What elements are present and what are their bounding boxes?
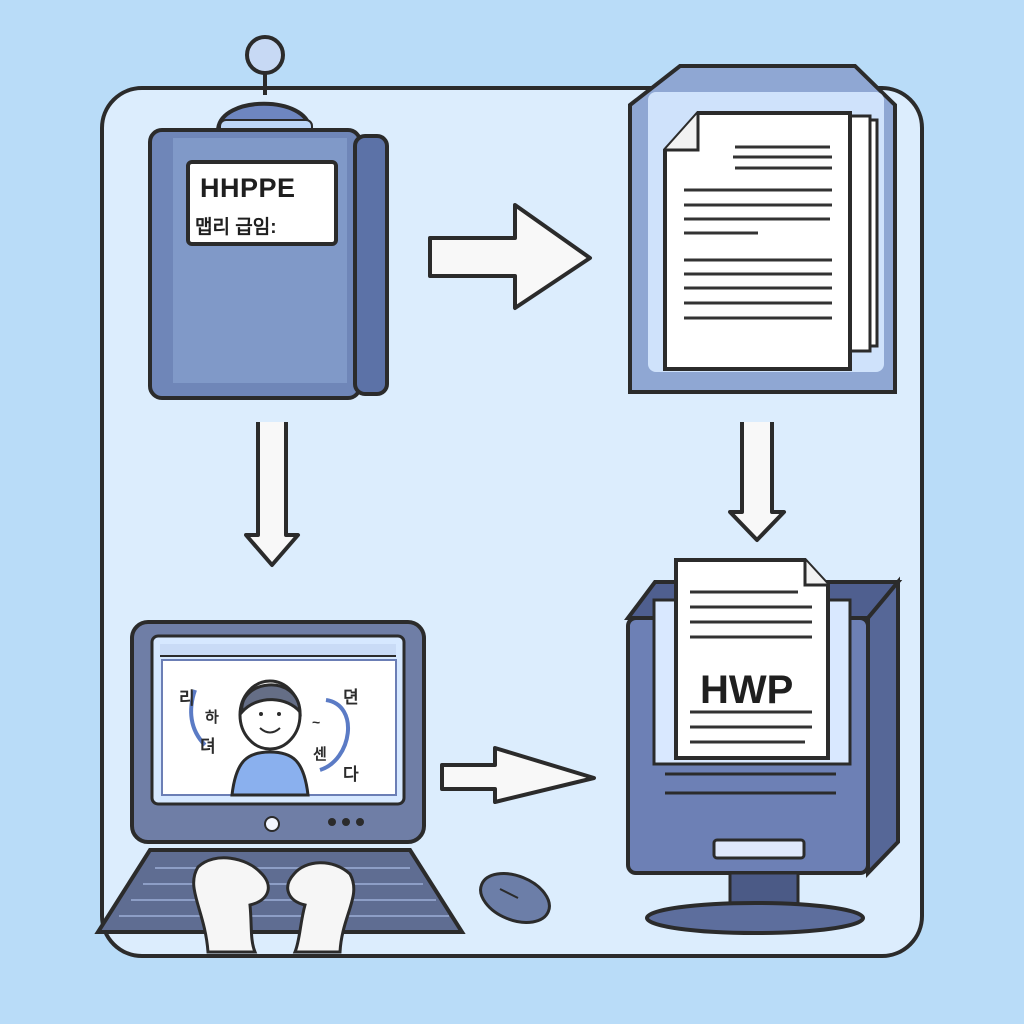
computer-mouse	[479, 872, 551, 924]
screen-word-1: 리	[179, 689, 195, 708]
device-title: HHPPE	[200, 173, 296, 203]
keyboard	[94, 848, 466, 934]
left-hand	[192, 856, 270, 954]
power-button	[264, 816, 280, 832]
hwp-document	[674, 558, 830, 760]
arrow-down-right	[728, 422, 786, 542]
arrow-right-top	[428, 203, 592, 310]
screen-word-3: 뎌	[200, 737, 216, 756]
screen-word-6: 다	[343, 765, 359, 784]
document-stack	[628, 64, 897, 394]
arrow-down-left	[244, 422, 300, 567]
screen-word-2: 하	[205, 709, 219, 726]
device-label-card	[186, 160, 338, 246]
archive-monitor	[624, 558, 903, 935]
screen-word-4: 뎐	[343, 688, 359, 707]
handheld-device	[148, 35, 389, 400]
document-page	[663, 111, 852, 371]
arrow-right-bottom	[440, 746, 596, 804]
hwp-label: HWP	[700, 668, 794, 712]
monitor-stand	[645, 901, 865, 935]
screen-word-5: 센	[313, 746, 327, 763]
screen-symbol: ~	[312, 714, 321, 730]
device-subtitle: 맵리 급임:	[195, 217, 277, 238]
right-hand	[286, 861, 356, 954]
desktop-computer	[94, 620, 551, 954]
